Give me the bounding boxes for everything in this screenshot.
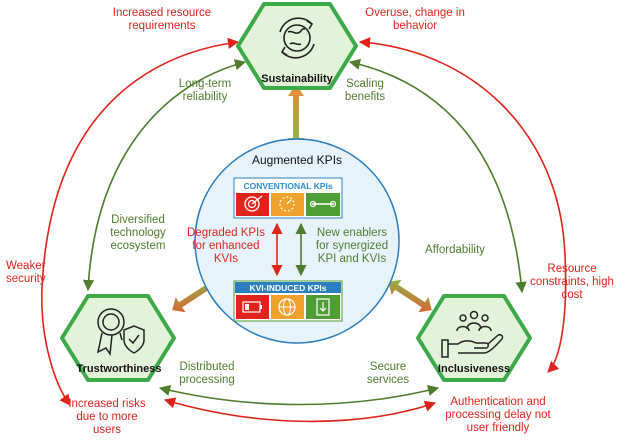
weaker-security-label: Weaker security <box>6 260 46 285</box>
sustainability-hexagon <box>236 2 358 90</box>
award-shield-icon <box>96 308 145 357</box>
authentication-label: Authentication and processing delay not … <box>445 396 551 434</box>
dial-icon <box>271 193 304 216</box>
secure-services-label: Secure services <box>366 361 410 386</box>
enablers-label: New enablers for synergized KPI and KVIs <box>315 227 389 265</box>
distributed-label: Distributed processing <box>179 361 235 386</box>
arrow-scaling <box>348 58 527 294</box>
connector-right <box>388 279 432 313</box>
kvi-title-band <box>235 282 341 293</box>
arrow-long-term <box>82 59 247 292</box>
trustworthiness-label: Trustworthiness <box>76 363 162 375</box>
resource-constraints-label: Resource constraints, high cost <box>530 263 614 301</box>
inclusiveness-hexagon <box>416 294 532 382</box>
affordability-label: Affordability <box>425 244 485 256</box>
degraded-label: Degraded KPIs for enhanced KVIs <box>187 227 265 265</box>
target-icon <box>236 193 269 216</box>
trustworthiness-hexagon <box>60 294 176 382</box>
hand-people-icon <box>441 310 504 358</box>
diversified-label: Diversified technology ecosystem <box>110 214 166 252</box>
inclusiveness-label: Inclusiveness <box>437 363 511 375</box>
long-term-label: Long-term reliability <box>178 78 232 103</box>
scaling-label: Scaling benefits <box>344 78 386 103</box>
augmented-kpis-title: Augmented KPIs <box>251 153 343 167</box>
increased-risks-label: Increased risks due to more users <box>68 398 146 436</box>
sustainability-label: Sustainability <box>261 73 333 85</box>
increased-resource-label: Increased resource requirements <box>112 7 212 32</box>
connector-top <box>288 84 304 150</box>
conventional-kpis-title: CONVENTIONAL KPIs <box>243 181 333 191</box>
connector-left <box>172 279 216 313</box>
arrow-secure <box>158 384 440 406</box>
battery-icon <box>236 295 269 319</box>
arrow-authentication <box>163 397 437 423</box>
recycling-globe-icon <box>279 17 315 59</box>
kvi-kpis-title: KVI-INDUCED KPIs <box>249 283 327 293</box>
overuse-label: Overuse, change in behavior <box>365 7 465 32</box>
